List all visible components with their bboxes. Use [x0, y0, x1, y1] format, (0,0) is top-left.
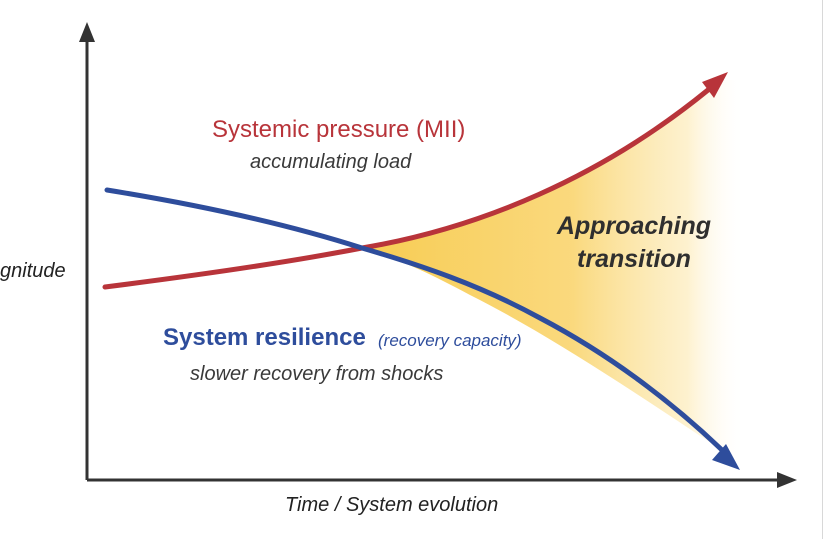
pressure-curve-title: Systemic pressure (MII)	[212, 116, 466, 143]
pressure-curve-line	[102, 87, 711, 290]
pressure-curve-subtitle: accumulating load	[250, 151, 412, 173]
resilience-curve-arrowhead	[712, 444, 740, 470]
y-axis-label: gnitude	[0, 260, 66, 282]
resilience-curve-line	[104, 187, 725, 453]
resilience-curve-note: (recovery capacity)	[378, 331, 522, 350]
transition-zone-fill	[362, 80, 740, 462]
axes	[85, 40, 785, 482]
y-axis-arrowhead	[79, 22, 95, 42]
resilience-curve-subtitle: slower recovery from shocks	[190, 363, 444, 385]
transition-label-line1: Approaching	[556, 212, 712, 240]
resilience-curve-title: System resilience	[163, 324, 366, 351]
x-axis-label: Time / System evolution	[285, 494, 499, 516]
x-axis-arrowhead	[777, 472, 797, 488]
transition-zone-label: Approaching transition	[548, 210, 720, 276]
pressure-curve-arrowhead	[702, 72, 728, 98]
transition-label-line2: transition	[577, 245, 691, 273]
